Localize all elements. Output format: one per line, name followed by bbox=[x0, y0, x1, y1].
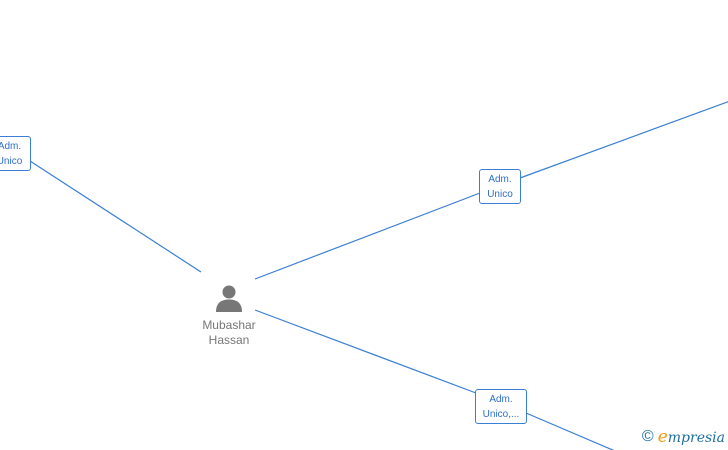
edge-left-to-person bbox=[29, 160, 202, 273]
person-name-line1: Mubashar bbox=[202, 318, 256, 332]
edge-person-to-lower-role bbox=[254, 309, 477, 394]
role-box-upper-right[interactable]: Adm. Unico bbox=[479, 169, 521, 204]
role-line1: Adm. bbox=[488, 174, 512, 185]
role-line1: Adm. bbox=[489, 394, 513, 405]
empresia-watermark: © empresia bbox=[642, 427, 725, 447]
brand-logo: empresia bbox=[658, 427, 725, 447]
role-line2: Unico bbox=[0, 156, 23, 167]
role-line2: Unico,... bbox=[482, 409, 520, 420]
role-line1: Adm. bbox=[0, 141, 22, 152]
brand-rest: mpresia bbox=[667, 430, 725, 446]
person-name-line2: Hassan bbox=[208, 333, 250, 347]
edge-upper-role-to-offscreen bbox=[519, 101, 728, 179]
edge-lower-role-to-offscreen bbox=[525, 412, 615, 450]
role-box-left[interactable]: Adm. Unico bbox=[0, 136, 31, 171]
edge-person-to-upper-role bbox=[254, 192, 481, 280]
copyright-icon: © bbox=[641, 428, 654, 445]
role-line2: Unico bbox=[487, 189, 513, 200]
brand-initial: e bbox=[657, 427, 668, 447]
person-icon bbox=[216, 285, 242, 312]
person-name: Mubashar Hassan bbox=[193, 318, 265, 348]
role-box-lower-right[interactable]: Adm. Unico,... bbox=[475, 389, 527, 424]
person-node[interactable]: Mubashar Hassan bbox=[193, 283, 265, 348]
